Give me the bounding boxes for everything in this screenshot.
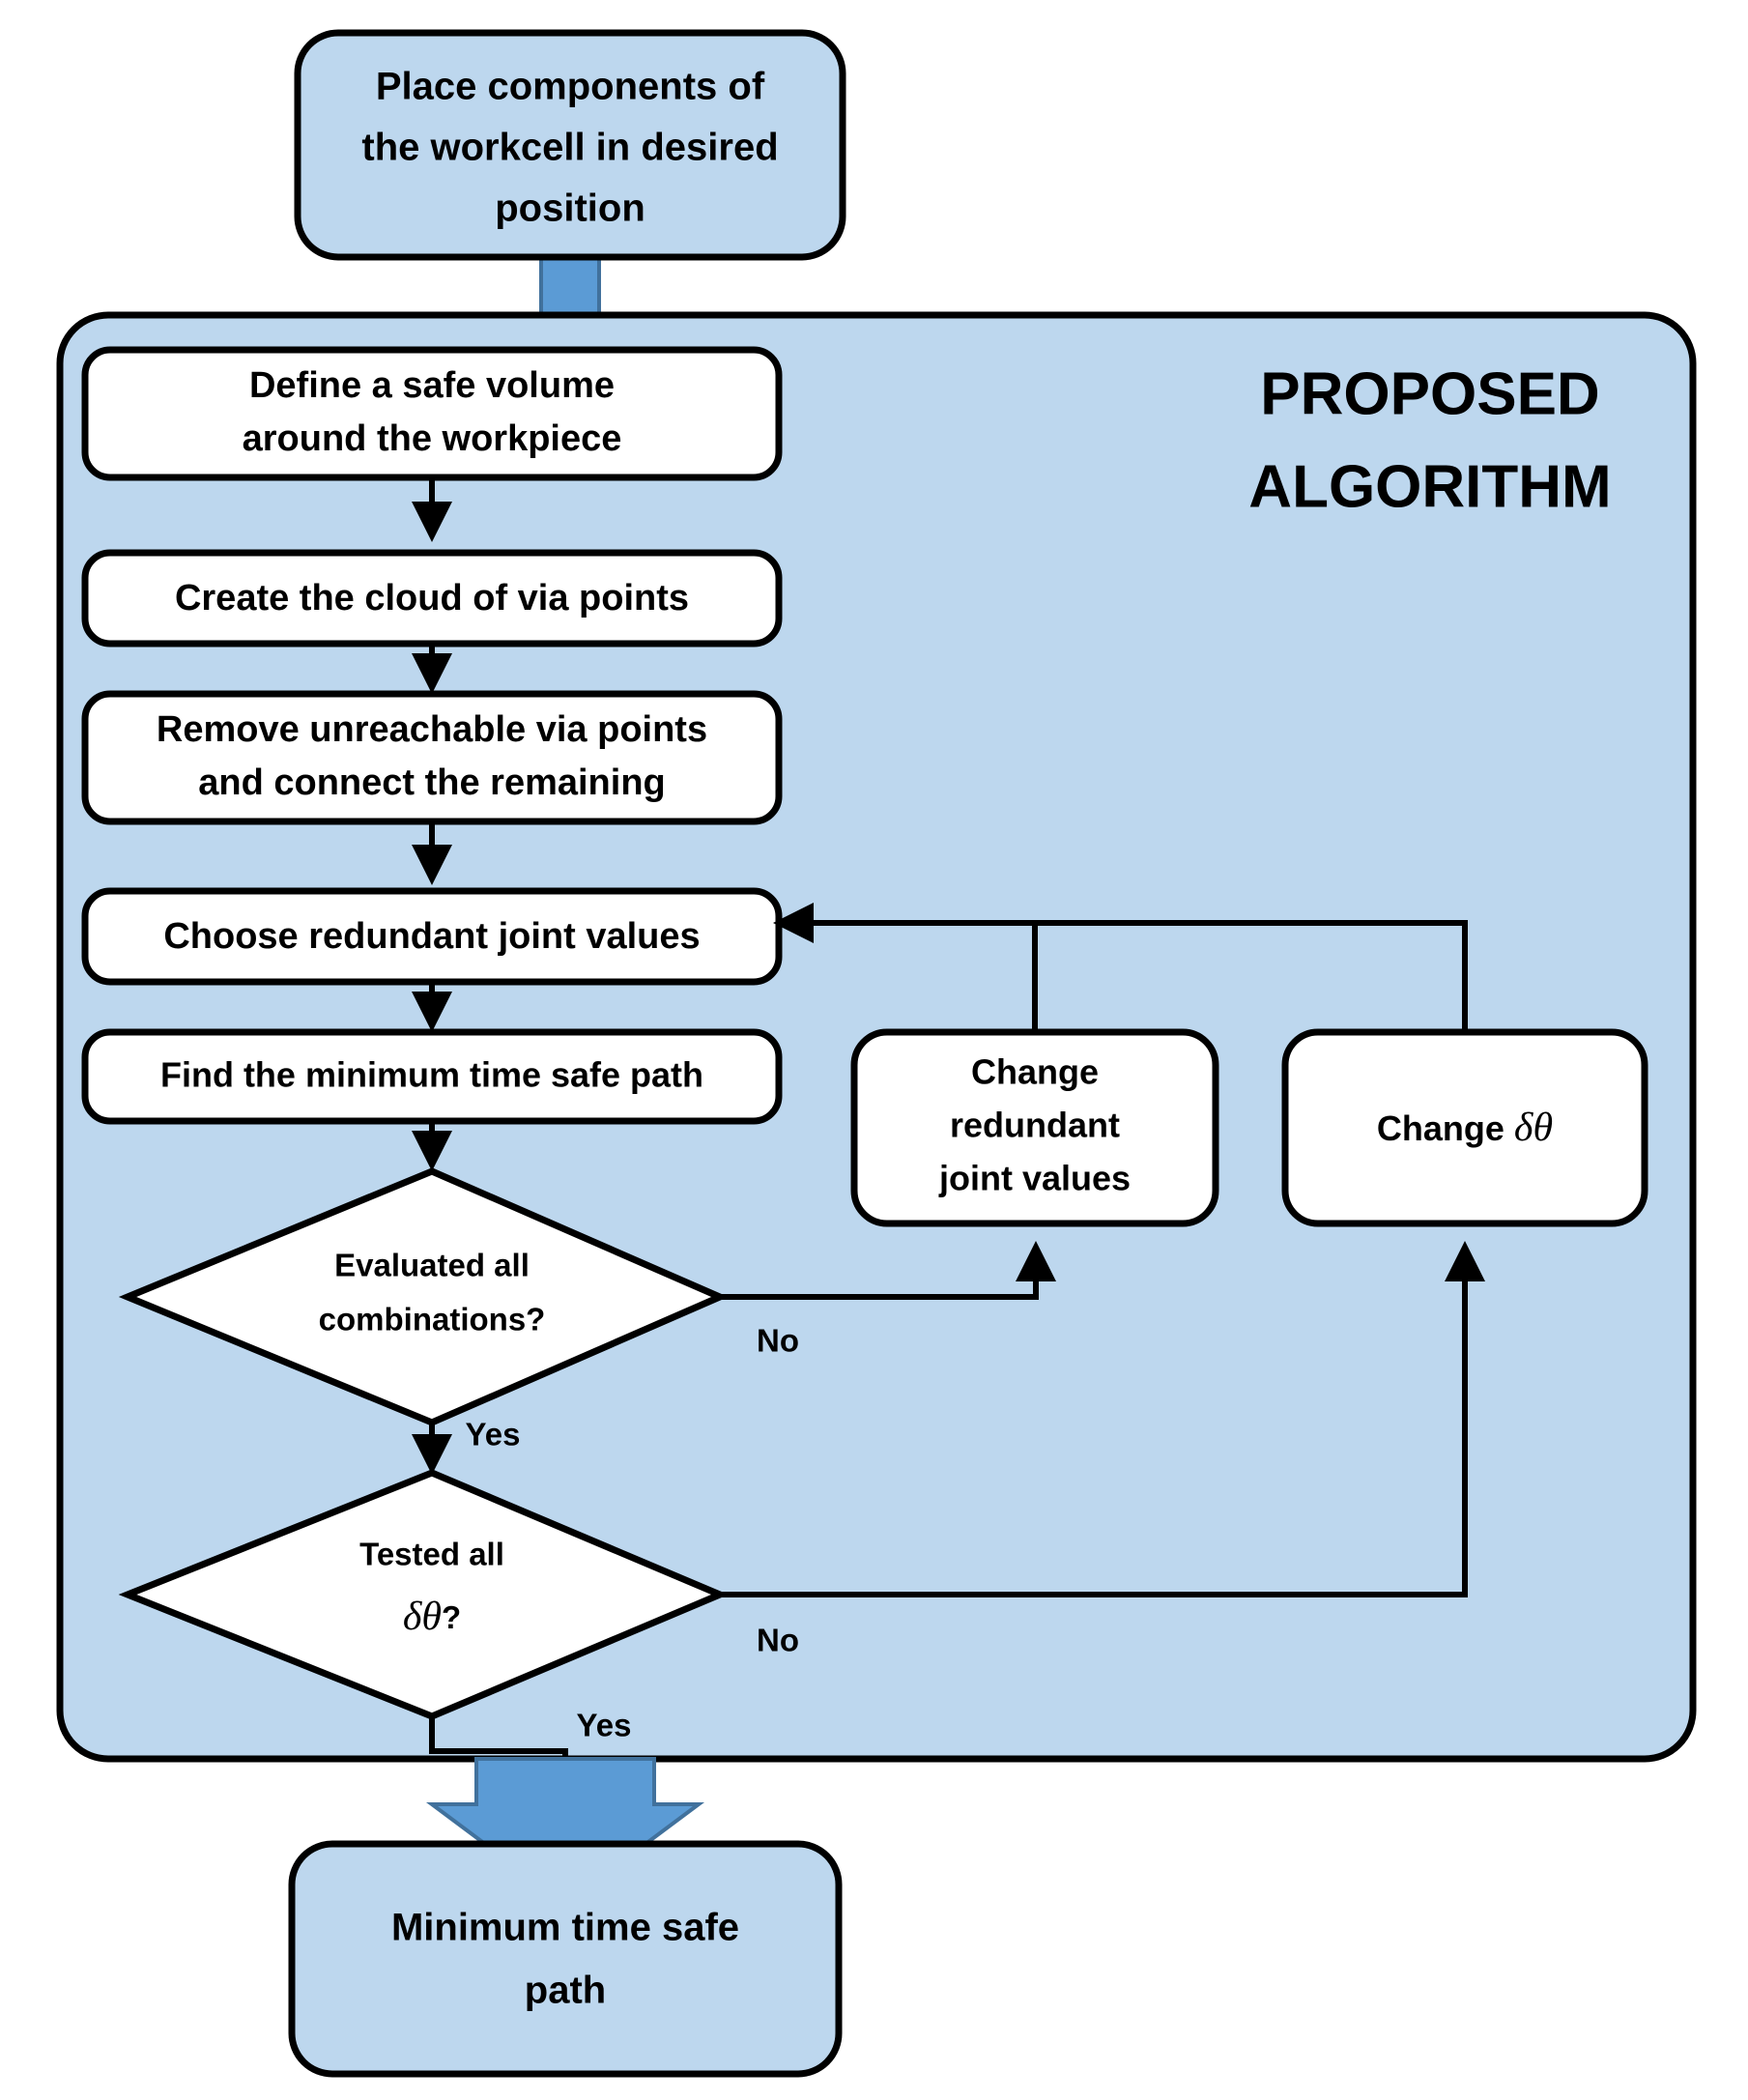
decision1-no-label: No bbox=[757, 1323, 799, 1359]
process-define-safe-volume-line1: Define a safe volume bbox=[249, 365, 615, 406]
process-choose-redundant-label: Choose redundant joint values bbox=[163, 916, 700, 957]
feedback-rail-to-choose-redundant bbox=[773, 903, 1468, 1032]
feedback-change-joints-line1: Change bbox=[971, 1052, 1099, 1092]
feedback-change-joints-line3: joint values bbox=[938, 1159, 1131, 1198]
panel-title-line1: PROPOSED bbox=[1260, 360, 1599, 427]
process-define-safe-volume-line2: around the workpiece bbox=[243, 418, 622, 459]
arrow-decision1-no-to-change-joints bbox=[720, 1241, 1056, 1300]
start-node-label-line2: the workcell in desired bbox=[361, 127, 778, 169]
start-node-label-line3: position bbox=[495, 187, 645, 230]
decision-tested-delta-theta-symbol: δθ bbox=[403, 1595, 442, 1639]
start-node-label-line1: Place components of bbox=[376, 66, 765, 108]
panel-title-line2: ALGORITHM bbox=[1248, 453, 1611, 520]
decision-tested-line2: δθ? bbox=[403, 1595, 461, 1639]
decision1-yes-label: Yes bbox=[466, 1417, 521, 1453]
feedback-change-delta-theta-symbol: δθ bbox=[1514, 1106, 1553, 1150]
decision-tested-line1: Tested all bbox=[359, 1537, 504, 1572]
decision-tested-question-mark: ? bbox=[442, 1599, 461, 1635]
end-node-minimum-time-safe-path[interactable] bbox=[288, 1840, 843, 2078]
feedback-change-delta-theta-prefix: Change bbox=[1377, 1108, 1514, 1148]
decision2-yes-label: Yes bbox=[577, 1708, 632, 1743]
process-create-cloud-label: Create the cloud of via points bbox=[175, 578, 689, 618]
start-node-place-components[interactable] bbox=[294, 29, 846, 261]
end-node-label-line2: path bbox=[525, 1970, 606, 2012]
feedback-change-delta-theta-label: Change δθ bbox=[1377, 1106, 1553, 1150]
decision-evaluated-line1: Evaluated all bbox=[334, 1248, 530, 1283]
arrow-decision2-no-to-change-delta-theta bbox=[720, 1241, 1485, 1597]
feedback-change-joints-line2: redundant bbox=[950, 1106, 1120, 1145]
process-find-min-time-label: Find the minimum time safe path bbox=[160, 1055, 703, 1095]
process-remove-unreachable-line2: and connect the remaining bbox=[198, 762, 666, 803]
end-node-label-line1: Minimum time safe bbox=[391, 1907, 739, 1949]
process-remove-unreachable-line1: Remove unreachable via points bbox=[157, 709, 707, 750]
decision2-no-label: No bbox=[757, 1623, 799, 1658]
decision-evaluated-line2: combinations? bbox=[319, 1302, 546, 1338]
